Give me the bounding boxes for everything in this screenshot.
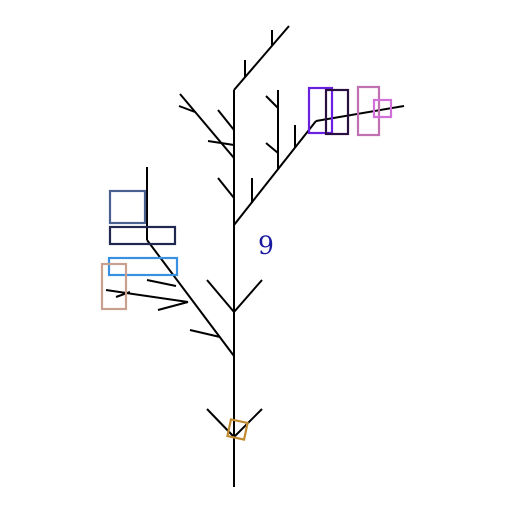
slate-blue-square-marker: [108, 189, 147, 225]
navy-rectangle-marker: [108, 225, 177, 246]
lower-left-twig-3: [146, 279, 177, 287]
upper-right-branch: [233, 120, 317, 226]
upper-left-branch: [179, 93, 235, 159]
ochre-square-marker: [226, 418, 249, 441]
upper-right-twig-2: [265, 95, 279, 109]
upper-right-twig-6: [315, 105, 405, 122]
tree-branches: [105, 25, 405, 487]
diagram-label: 9: [258, 231, 274, 260]
top-branch: [233, 25, 290, 91]
lower-left-twig-5: [189, 329, 221, 338]
upper-left-twig-4: [217, 177, 235, 199]
pink-square-marker: [372, 98, 393, 119]
bottom-left-branch: [206, 408, 235, 438]
violet-rectangle-marker: [307, 86, 334, 135]
upper-left-twig-3: [207, 140, 235, 146]
lower-left-twig-1: [105, 289, 189, 303]
mauve-rectangle-marker: [356, 85, 381, 137]
middle-right-branch: [233, 279, 263, 313]
middle-left-branch: [206, 279, 235, 313]
lower-left-twig-2: [157, 301, 189, 311]
dark-purple-rectangle-marker: [324, 88, 350, 136]
upper-left-twig-1: [178, 105, 196, 113]
lower-left-twig-4: [115, 291, 131, 298]
upper-left-twig-2: [217, 109, 235, 131]
upper-right-twig-3: [265, 142, 279, 154]
tan-rectangle-marker: [100, 262, 128, 311]
marker-boxes: [100, 85, 393, 441]
sky-blue-rectangle-marker: [107, 256, 179, 277]
